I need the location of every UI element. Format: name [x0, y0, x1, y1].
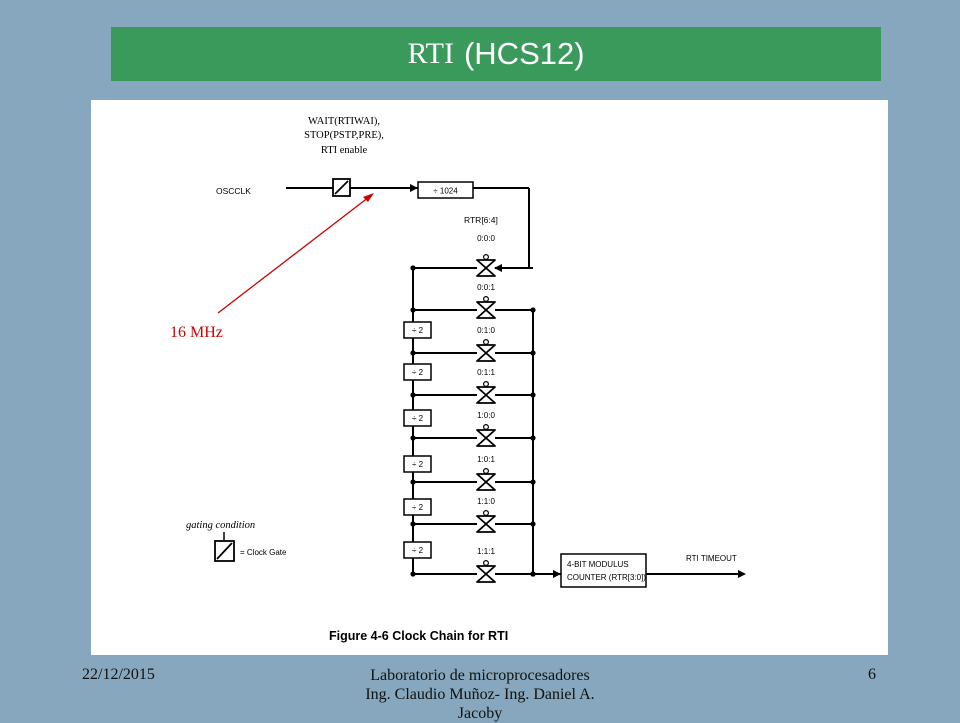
junction-dot [530, 571, 536, 577]
divider-label: ÷ 2 [412, 368, 424, 377]
annotation-arrow [217, 196, 370, 314]
title-bar: RTI (HCS12) [111, 27, 881, 81]
footer-course-line-3: Jacoby [457, 705, 503, 722]
transmission-gate-icon [476, 296, 496, 319]
footer-course-line-2: Ing. Claudio Muñoz- Ing. Daniel A. [365, 686, 595, 703]
counter-input-arrow-icon [553, 570, 561, 578]
counter-label-2: COUNTER (RTR[3:0]) [567, 573, 646, 582]
rtr-label: RTR[6:4] [464, 215, 498, 225]
slide-title-suffix: (HCS12) [463, 36, 585, 71]
footer-course-line-1: Laboratorio de microprocesadores [370, 667, 590, 684]
legend-text: = Clock Gate [240, 548, 287, 557]
junction-dot [530, 479, 536, 485]
divider-label: ÷ 2 [412, 326, 424, 335]
tap-code-label: 0:0:0 [477, 234, 495, 243]
tap-code-label: 1:0:1 [477, 455, 495, 464]
circuit-wires [286, 187, 743, 575]
gate-label-1: WAIT(RTIWAI), [308, 116, 380, 127]
junction-dot [410, 521, 416, 527]
junction-dot [410, 435, 416, 441]
timeout-output-arrow-icon [738, 570, 746, 578]
divide-by-two-block [403, 409, 432, 427]
footer-page-number: 6 [868, 666, 876, 683]
junction-dot [410, 307, 416, 313]
junction-dot [530, 521, 536, 527]
footer-course-info: Laboratorio de microprocesadores Ing. Cl… [320, 666, 640, 723]
circuit-parts: 0:0:0 0:0:1 0:1:0 0:1:1 1:0:0 1:0:1 1:1:0 1:1:1… [403, 184, 746, 583]
modulus-counter-block [560, 553, 647, 588]
footer-date: 22/12/2015 [82, 666, 155, 683]
prescaler-input-arrow-icon [410, 184, 418, 192]
junction-dot [530, 392, 536, 398]
junction-dot [530, 350, 536, 356]
gate-label-2: STOP(PSTP,PRE), [304, 130, 384, 141]
legend-title: gating condition [186, 520, 255, 531]
transmission-gate-icon [476, 510, 496, 533]
tap-code-label: 1:1:0 [477, 497, 495, 506]
divider-label: ÷ 2 [412, 546, 424, 555]
transmission-gate-icon [476, 560, 496, 583]
divide-by-two-block [403, 363, 432, 381]
divide-by-two-block [403, 541, 432, 559]
prescaler-block [417, 181, 474, 199]
junction-dot [410, 392, 416, 398]
figure-caption: Figure 4-6 Clock Chain for RTI [329, 629, 508, 643]
junction-dot [410, 350, 416, 356]
divide-by-two-block [403, 321, 432, 339]
divide-by-two-block [403, 455, 432, 473]
counter-label-1: 4-BIT MODULUS [567, 560, 629, 569]
tap-code-label: 1:0:0 [477, 411, 495, 420]
timeout-label: RTI TIMEOUT [686, 554, 737, 563]
tap-code-label: 1:1:1 [477, 547, 495, 556]
transmission-gate-icon [476, 424, 496, 447]
transmission-gate-icon [476, 254, 496, 277]
oscclk-label: OSCCLK [216, 186, 251, 196]
rtr-select-arrow-icon [494, 264, 502, 272]
annotation-16mhz: 16 MHz [170, 324, 223, 341]
transmission-gate-icon [476, 339, 496, 362]
junction-dot [410, 571, 416, 577]
divide-by-two-block [403, 498, 432, 516]
divider-label: ÷ 2 [412, 414, 424, 423]
tap-code-label: 0:1:0 [477, 326, 495, 335]
transmission-gate-icon [476, 468, 496, 491]
annotation-arrowhead-icon [363, 193, 374, 202]
tap-code-label: 0:0:1 [477, 283, 495, 292]
divider-label: ÷ 2 [412, 460, 424, 469]
divider-label: ÷ 2 [412, 503, 424, 512]
rti-clock-chain-figure: 0:0:0 0:0:1 0:1:0 0:1:1 1:0:0 1:0:1 1:1:0 1:1:1… [91, 100, 888, 655]
prescaler-label: ÷ 1024 [433, 187, 458, 196]
gate-label-3: RTI enable [321, 145, 368, 156]
junction-dot [410, 479, 416, 485]
transmission-gate-icon [476, 381, 496, 404]
junction-dot [530, 307, 536, 313]
junction-dot [530, 435, 536, 441]
junction-dot [410, 265, 416, 271]
tap-code-label: 0:1:1 [477, 368, 495, 377]
slide-title: RTI [407, 37, 454, 70]
